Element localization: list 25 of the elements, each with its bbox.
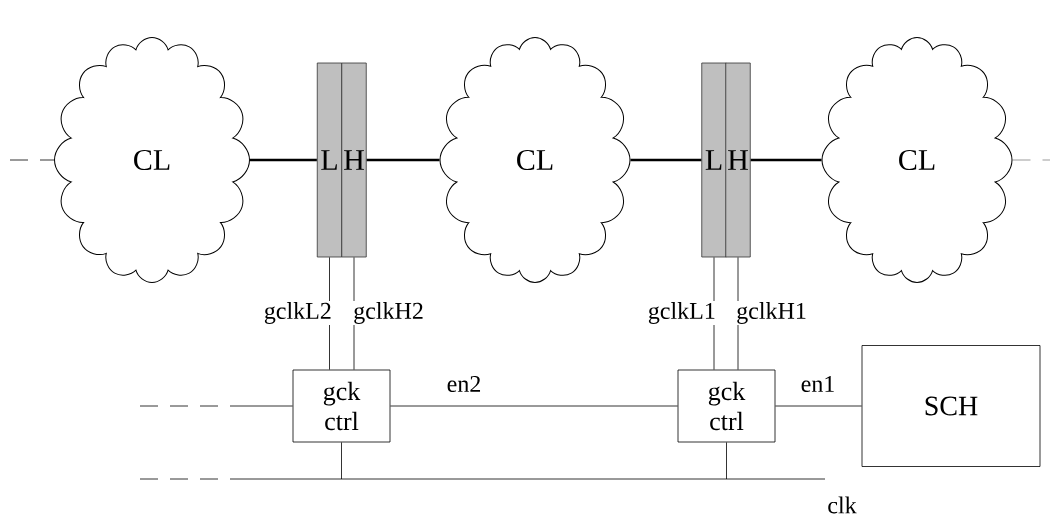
edge-label: gclkL1 [646,301,717,325]
latch-bar: L [701,62,727,258]
connector-line [139,405,293,407]
control-box: gck ctrl [677,369,776,443]
edge-label: gclkH2 [352,301,425,325]
edge-label: gclkH1 [735,301,808,325]
connector-line [390,405,678,407]
signal-label: clk [828,496,857,514]
connector-line [630,158,702,162]
latch-bar: H [725,62,751,258]
connector-line [750,158,822,162]
latch-bar: L [316,62,343,258]
latch-bar: H [341,62,367,258]
connector-line [726,442,727,480]
edge-label: gclkL2 [262,301,333,325]
connector-line [9,159,55,161]
connector-line [775,405,862,407]
connector-line [341,442,342,480]
scheduler-box: SCH [861,345,1041,467]
edge-label: en1 [799,374,837,394]
connector-line [250,158,317,162]
edge-label: en2 [445,374,483,394]
connector-line [366,158,440,162]
connector-line [1012,159,1051,161]
control-box: gck ctrl [292,369,391,443]
